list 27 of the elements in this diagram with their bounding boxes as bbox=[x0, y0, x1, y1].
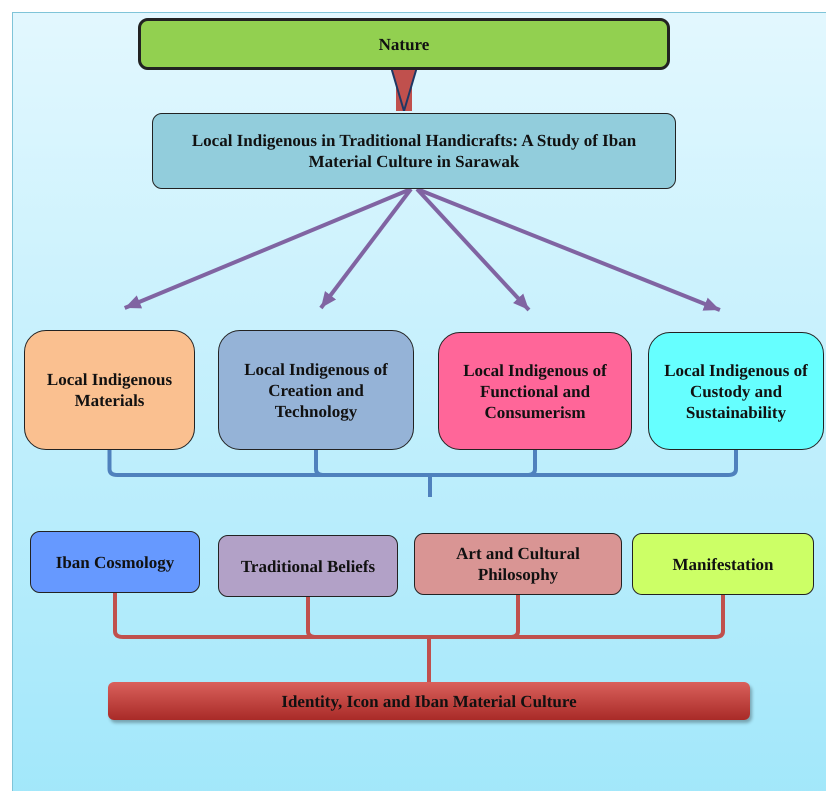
node-label: Local Indigenous in Traditional Handicrafts: A Study of Iban Material Culture in Sarawak bbox=[190, 130, 638, 172]
concept-box bbox=[438, 332, 632, 450]
concept-box bbox=[414, 533, 622, 595]
concept-box bbox=[30, 531, 200, 593]
node-label: Traditional Beliefs bbox=[240, 556, 376, 576]
arrow bbox=[416, 188, 530, 312]
concept-box bbox=[24, 330, 195, 450]
concept-box bbox=[218, 535, 398, 597]
node-label: Identity, Icon and Iban Material Culture bbox=[281, 690, 577, 712]
title-box bbox=[152, 113, 676, 189]
bracket-connector bbox=[427, 595, 725, 682]
result-bar bbox=[108, 682, 750, 720]
node-label: Local Indigenous of Functional and Consumerism bbox=[462, 360, 608, 422]
process-box bbox=[138, 18, 670, 70]
node-label: Nature bbox=[378, 34, 430, 54]
arrow bbox=[416, 187, 721, 312]
arrow bbox=[319, 188, 413, 310]
node-label: Art and Cultural Philosophy bbox=[455, 543, 581, 585]
node-label: Local Indigenous of Creation and Technology bbox=[243, 358, 389, 422]
node-label: Local Indigenous Materials bbox=[46, 369, 174, 411]
node-label: Manifestation bbox=[672, 554, 774, 574]
bracket-connector bbox=[428, 450, 738, 497]
node-label: Iban Cosmology bbox=[56, 552, 174, 572]
node-label: Local Indigenous of Custody and Sustainability bbox=[663, 360, 809, 422]
concept-box bbox=[218, 330, 414, 450]
concept-box bbox=[648, 332, 824, 450]
concept-box bbox=[632, 533, 814, 595]
